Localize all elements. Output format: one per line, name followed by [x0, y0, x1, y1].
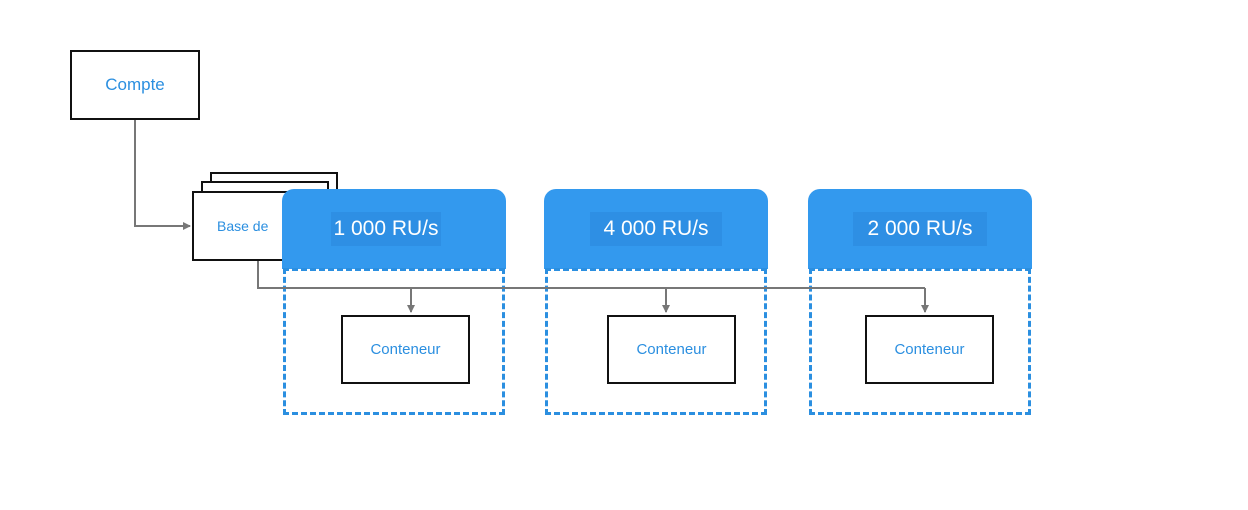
- throughput-panel-3: 2 000 RU/s: [808, 189, 1032, 269]
- container-label-1: Conteneur: [370, 341, 441, 358]
- throughput-label-3: 2 000 RU/s: [853, 212, 987, 246]
- container-box-1: Conteneur: [341, 315, 470, 384]
- database-label: Base de: [217, 218, 269, 234]
- container-box-2: Conteneur: [607, 315, 736, 384]
- container-label-3: Conteneur: [894, 341, 965, 358]
- throughput-label-2: 4 000 RU/s: [590, 212, 722, 246]
- throughput-panel-1: 1 000 RU/s: [282, 189, 506, 269]
- account-to-database-arrow: [134, 120, 191, 230]
- account-box: Compte: [70, 50, 200, 120]
- account-label: Compte: [105, 75, 165, 94]
- throughput-panel-2: 4 000 RU/s: [544, 189, 768, 269]
- throughput-label-1: 1 000 RU/s: [331, 212, 441, 246]
- container-label-2: Conteneur: [636, 341, 707, 358]
- container-box-3: Conteneur: [865, 315, 994, 384]
